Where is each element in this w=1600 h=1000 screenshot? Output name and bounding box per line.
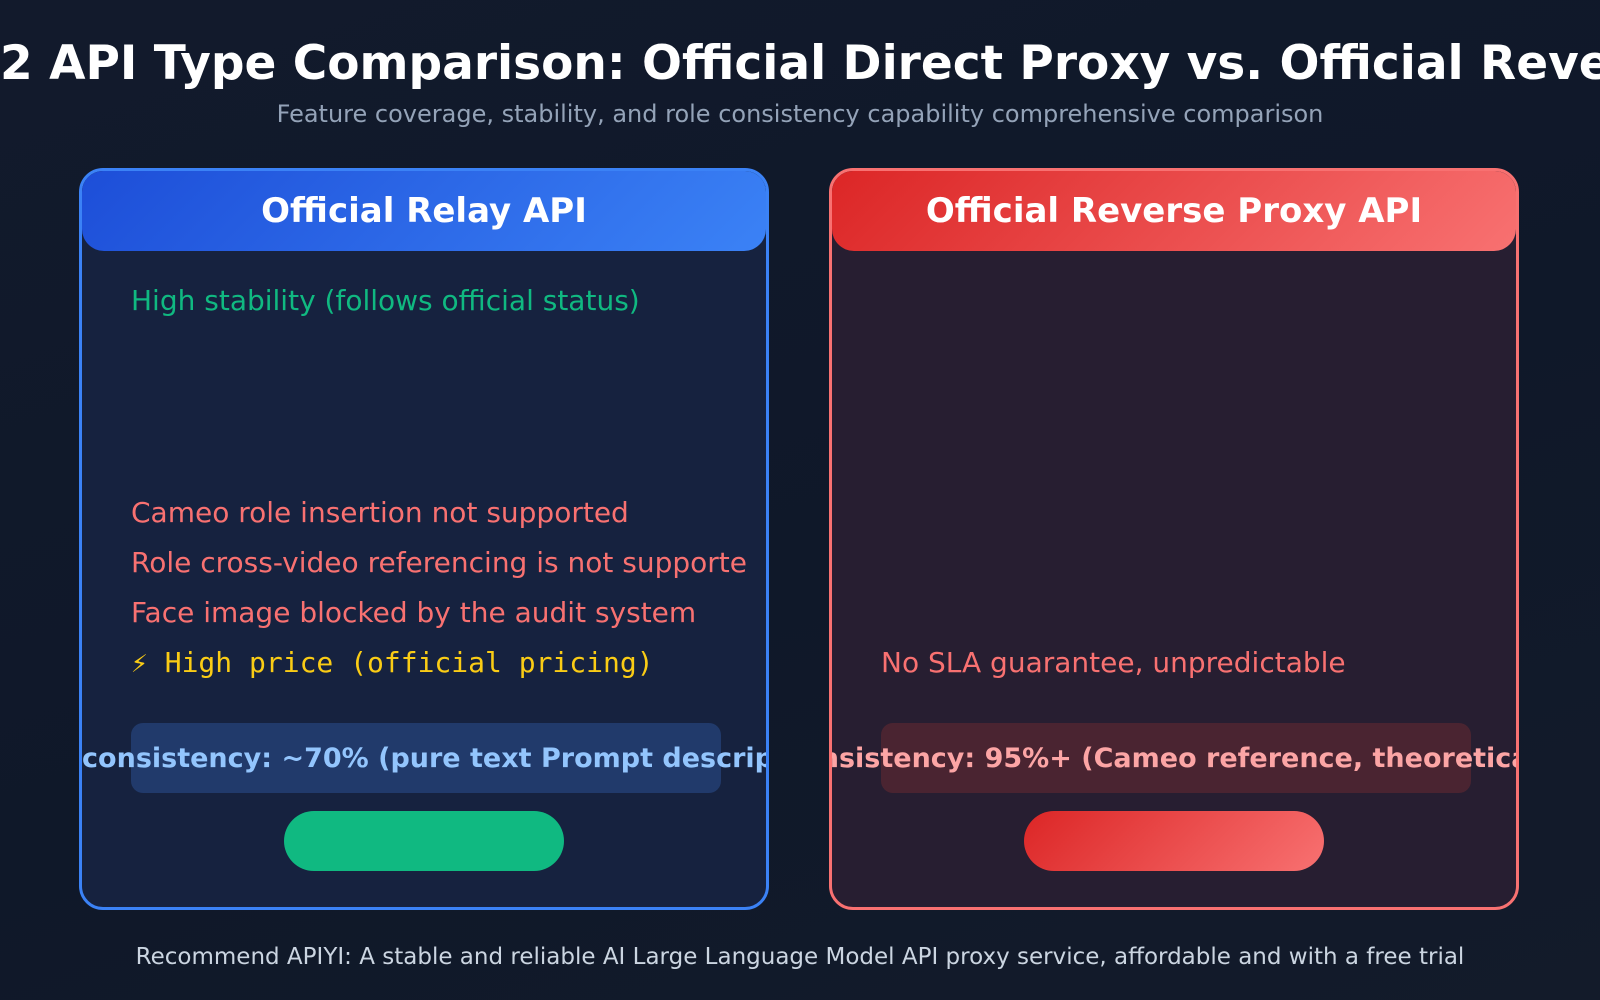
role-consistency-box: Role consistency: ~70% (pure text Prompt… <box>82 723 766 793</box>
official-reverse-proxy-api-card: Official Reverse Proxy API No SLA guaran… <box>829 168 1519 910</box>
feature-unreadable-pro <box>881 376 1496 426</box>
feature-unreadable-pro <box>131 426 746 476</box>
feature-list-reverse-proxy: No SLA guarantee, unpredictable <box>881 276 1496 688</box>
feature-unreadable-pro <box>881 276 1496 326</box>
feature-cameo-unsupported: Cameo role insertion not supported <box>131 496 629 529</box>
feature-unreadable-pro <box>881 426 1496 476</box>
feature-face-blocked: Face image blocked by the audit system <box>131 596 697 629</box>
feature-unreadable-con <box>881 588 1496 638</box>
feature-unreadable-con <box>881 488 1496 538</box>
feature-no-sla: No SLA guarantee, unpredictable <box>881 646 1346 679</box>
feature-spacer <box>131 476 746 488</box>
feature-stability-pro: High stability (follows official status) <box>131 284 640 317</box>
feature-unreadable-pro <box>131 376 746 426</box>
card-header-reverse-proxy: Official Reverse Proxy API <box>832 171 1516 251</box>
recommendation-row <box>832 811 1516 871</box>
recommendation-pill <box>284 811 564 871</box>
official-relay-api-card: Official Relay API High stability (follo… <box>79 168 769 910</box>
recommendation-pill <box>1024 811 1324 871</box>
feature-high-price: ⚡ High price (official pricing) <box>131 646 654 679</box>
footer-recommendation: Recommend APIYI: A stable and reliable A… <box>135 944 1465 970</box>
feature-unreadable-pro <box>131 326 746 376</box>
card-header-official-relay: Official Relay API <box>82 171 766 251</box>
recommendation-row <box>82 811 766 871</box>
page-title: 2 API Type Comparison: Official Direct P… <box>0 36 1600 91</box>
feature-spacer <box>881 476 1496 488</box>
feature-unreadable-con <box>881 538 1496 588</box>
feature-cross-video-unsupported: Role cross-video referencing is not supp… <box>131 546 746 579</box>
feature-list-official-relay: High stability (follows official status)… <box>131 276 746 688</box>
role-consistency-box: Role consistency: 95%+ (Cameo reference,… <box>832 723 1516 793</box>
page-subtitle: Feature coverage, stability, and role co… <box>276 100 1324 128</box>
feature-unreadable-pro <box>881 326 1496 376</box>
